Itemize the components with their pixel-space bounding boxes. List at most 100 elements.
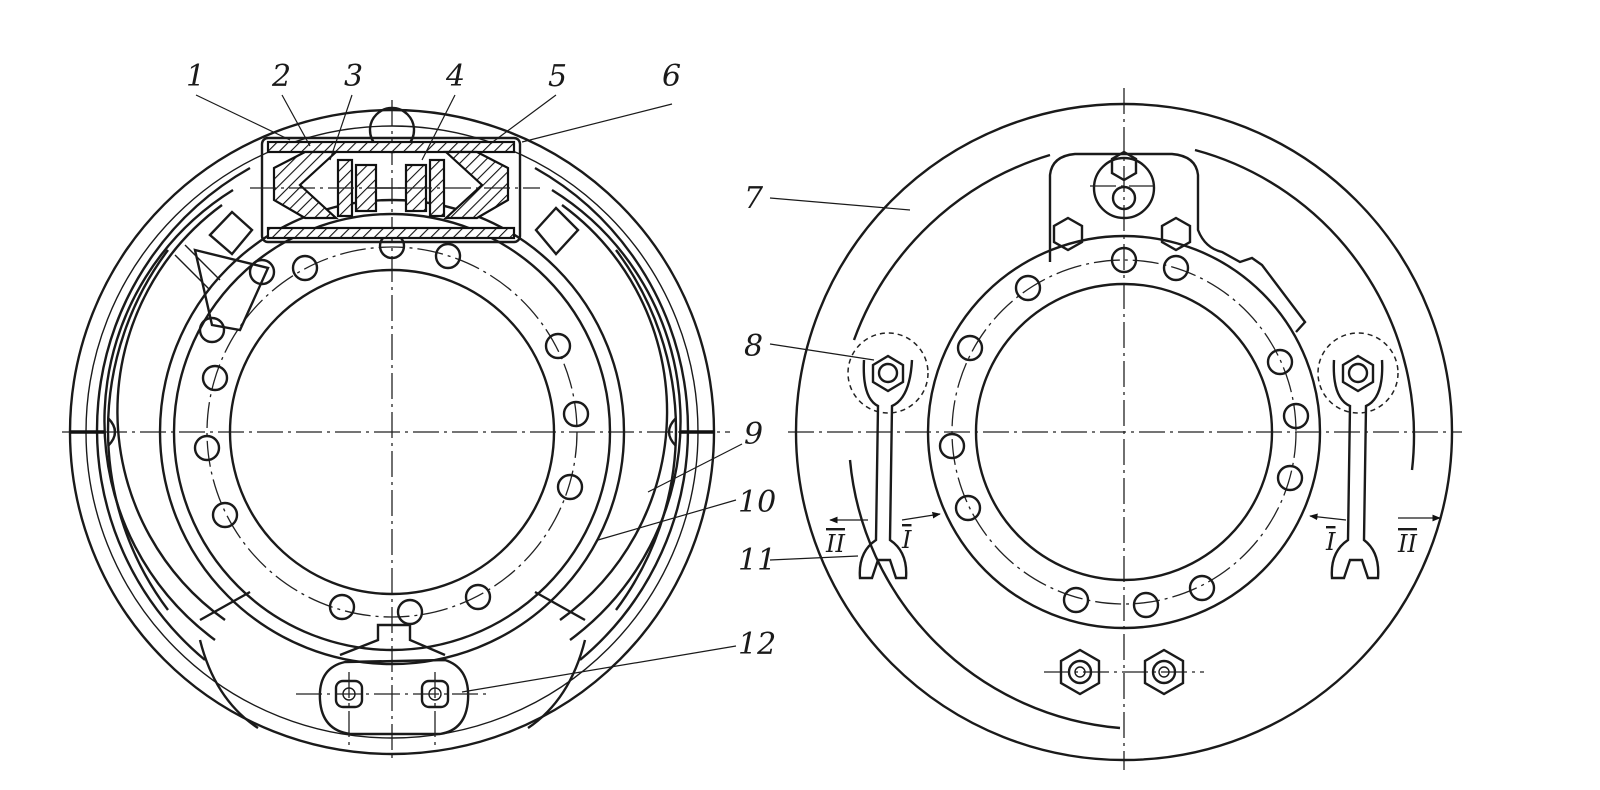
- bore-circle: [228, 268, 556, 596]
- leader-10: [597, 499, 737, 541]
- backing-plate-inner-arc: [1194, 148, 1416, 471]
- adjuster-nut-right: [1341, 354, 1375, 393]
- wrench-body: [1330, 359, 1384, 580]
- bolt-hole: [1110, 246, 1138, 274]
- bottom-anchor: [198, 590, 587, 745]
- label-12: 12: [738, 627, 776, 662]
- mounting-plate: [1048, 152, 1307, 333]
- bolt-hole: [328, 593, 356, 621]
- bolt-hole: [544, 332, 572, 360]
- hex-nut: [1143, 648, 1185, 696]
- bleeder-valve: [1111, 185, 1137, 211]
- bolt-hole: [1132, 591, 1160, 619]
- label-2: 2: [271, 59, 291, 94]
- bolt-pitch-circle: [206, 246, 578, 618]
- cylinder-housing: [260, 136, 522, 244]
- label-4: 4: [445, 59, 465, 94]
- wrench-left: II I: [825, 332, 941, 580]
- right-pitch-circle: [951, 259, 1297, 605]
- leader-9: [647, 443, 743, 493]
- label-3: 3: [344, 59, 363, 94]
- label-11: 11: [738, 543, 776, 578]
- bleeder-boss: [1092, 156, 1156, 220]
- bolt-hole: [1276, 464, 1304, 492]
- backing-plate-outer: [794, 102, 1454, 762]
- right-view: II I I II 7 8 11: [738, 88, 1462, 770]
- shoe-adjuster-right: [534, 206, 580, 256]
- shoe-adjuster-left: [174, 210, 276, 344]
- flange-ring: [172, 212, 612, 652]
- wrench-swing-circle: [1317, 332, 1399, 414]
- bolt-hole: [201, 364, 229, 392]
- right-flange-outer: [926, 234, 1322, 630]
- mark-II-right: II: [1397, 530, 1417, 558]
- label-8: 8: [744, 329, 763, 364]
- bolt-hole: [556, 473, 584, 501]
- bolt-hole: [562, 400, 590, 428]
- label-10: 10: [738, 485, 776, 520]
- direction-arrow-I-right: [1309, 513, 1347, 521]
- leader-1: [195, 94, 291, 141]
- side-notches: [70, 417, 714, 447]
- bolt-hole: [956, 334, 984, 362]
- bolt-hole: [464, 583, 492, 611]
- leader-12: [461, 645, 737, 693]
- leader-11: [769, 555, 859, 561]
- cylinder-wall-bottom: [266, 226, 516, 240]
- adjuster-bolt: [248, 258, 276, 286]
- left-bolt-holes: [193, 232, 590, 626]
- bolt-hole: [1266, 348, 1294, 376]
- label-6: 6: [662, 59, 681, 94]
- mark-I-right: I: [1325, 528, 1336, 556]
- leader-5: [489, 94, 557, 145]
- mark-II-left: II: [825, 530, 845, 558]
- bolt-hole: [1162, 254, 1190, 282]
- wheel-cylinder: [250, 106, 540, 244]
- leader-7: [769, 197, 911, 211]
- mount-nut: [1052, 216, 1084, 252]
- left-callouts: 1 2 3 4 5 6 9 10 12: [186, 59, 776, 693]
- bolt-hole: [1014, 274, 1042, 302]
- piston-right: [443, 150, 510, 220]
- mark-I-left: I: [901, 526, 912, 554]
- leader-2: [281, 94, 311, 147]
- bottom-nuts: [1044, 648, 1204, 696]
- bolt-hole: [1062, 586, 1090, 614]
- bolt-hole: [1282, 402, 1310, 430]
- backing-plate-inner-arc: [852, 153, 1051, 341]
- label-1: 1: [186, 59, 205, 94]
- backing-plate-inner-arc: [848, 459, 1121, 730]
- label-5: 5: [548, 59, 567, 94]
- wrench-body: [858, 359, 914, 580]
- brake-shoe-right: [534, 166, 690, 661]
- bolt-hole: [396, 598, 424, 626]
- bolt-hole: [193, 434, 221, 462]
- right-bore-circle: [974, 282, 1274, 582]
- adjuster-bolt: [198, 316, 226, 344]
- bolt-hole: [954, 494, 982, 522]
- right-callouts: 7 8 11: [738, 181, 911, 578]
- flange-outer-ring: [158, 198, 626, 666]
- bolt-hole: [938, 432, 966, 460]
- label-9: 9: [744, 417, 763, 452]
- bolt-hole: [434, 242, 462, 270]
- leader-6: [521, 103, 673, 143]
- bolt-hole: [211, 501, 239, 529]
- adjuster-nut-left: [871, 354, 905, 393]
- wrench-swing-circle: [847, 332, 929, 414]
- mount-nut: [1160, 216, 1192, 252]
- leader-3: [329, 94, 353, 161]
- bolt-hole: [291, 254, 319, 282]
- bleeder-nut: [1110, 150, 1138, 182]
- right-bolt-holes: [938, 246, 1310, 619]
- hex-nut: [1059, 648, 1101, 696]
- leader-8: [769, 343, 875, 361]
- leader-4: [421, 94, 456, 161]
- piston-left: [272, 150, 339, 220]
- anchor-plate: [318, 658, 470, 736]
- label-7: 7: [744, 181, 764, 216]
- bolt-hole: [1188, 574, 1216, 602]
- brake-shoe-left: [95, 166, 251, 661]
- wrench-right: I II: [1309, 332, 1441, 580]
- left-view: 1 2 3 4 5 6 9 10 12: [62, 59, 776, 762]
